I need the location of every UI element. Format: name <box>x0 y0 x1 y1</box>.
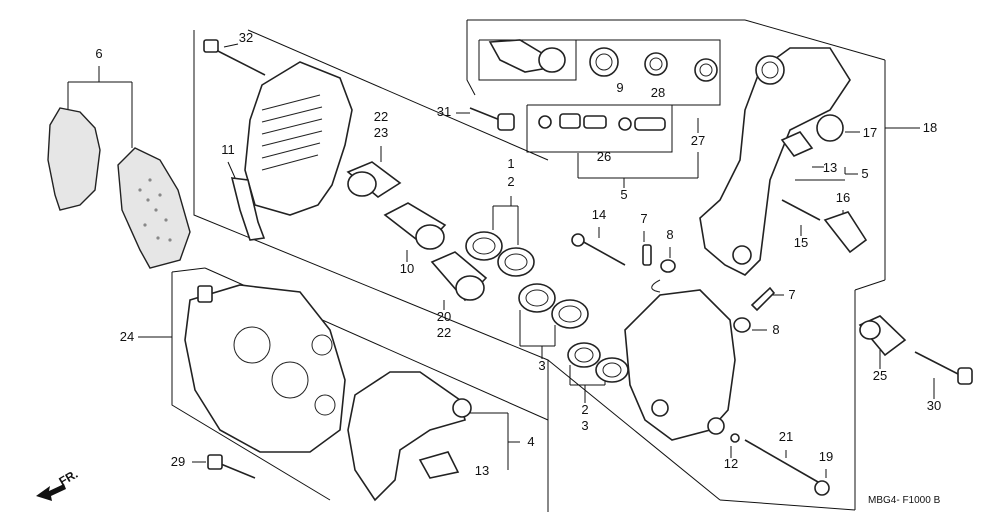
callout-c21: 21 <box>779 429 793 444</box>
callout-c28: 28 <box>651 85 665 100</box>
callout-c18: 18 <box>923 120 937 135</box>
callout-c10: 10 <box>400 261 414 276</box>
callout-c22b: 22 <box>437 325 451 340</box>
callout-c31: 31 <box>437 104 451 119</box>
callout-c29: 29 <box>171 454 185 469</box>
callout-c32: 32 <box>239 30 253 45</box>
callout-c13a: 13 <box>823 160 837 175</box>
callout-c12: 12 <box>724 456 738 471</box>
callout-c8a: 8 <box>666 227 673 242</box>
callout-c25: 25 <box>873 368 887 383</box>
callout-c14: 14 <box>592 207 606 222</box>
callout-c2a: 2 <box>507 174 514 189</box>
callout-c2b: 2 <box>581 402 588 417</box>
callout-c5b: 5 <box>861 166 868 181</box>
callout-c8b: 8 <box>772 322 779 337</box>
callout-c15: 15 <box>794 235 808 250</box>
part-drawings <box>36 39 973 502</box>
callout-c27: 27 <box>691 133 705 148</box>
callout-c17: 17 <box>863 125 877 140</box>
callout-c3b: 3 <box>581 418 588 433</box>
callout-c30: 30 <box>927 398 941 413</box>
callout-c13b: 13 <box>475 463 489 478</box>
callout-c9: 9 <box>616 80 623 95</box>
front-arrow-icon <box>36 484 66 501</box>
callout-c7b: 7 <box>788 287 795 302</box>
callout-c24: 24 <box>120 329 134 344</box>
callout-c3a: 3 <box>538 358 545 373</box>
callout-c22a: 22 <box>374 109 388 124</box>
callout-c1: 1 <box>507 156 514 171</box>
callout-c23: 23 <box>374 125 388 140</box>
callout-c7a: 7 <box>640 211 647 226</box>
callout-c11: 11 <box>221 142 235 157</box>
frame-lines <box>67 19 935 512</box>
callout-c6: 6 <box>95 46 102 61</box>
callout-c4: 4 <box>527 434 534 449</box>
callout-c20: 20 <box>437 309 451 324</box>
callout-c26: 26 <box>597 149 611 164</box>
callout-c16: 16 <box>836 190 850 205</box>
front-direction-label: FR. <box>57 467 81 489</box>
callout-c5a: 5 <box>620 187 627 202</box>
diagram-code: MBG4- F1000 B <box>868 495 941 506</box>
callout-c19: 19 <box>819 449 833 464</box>
